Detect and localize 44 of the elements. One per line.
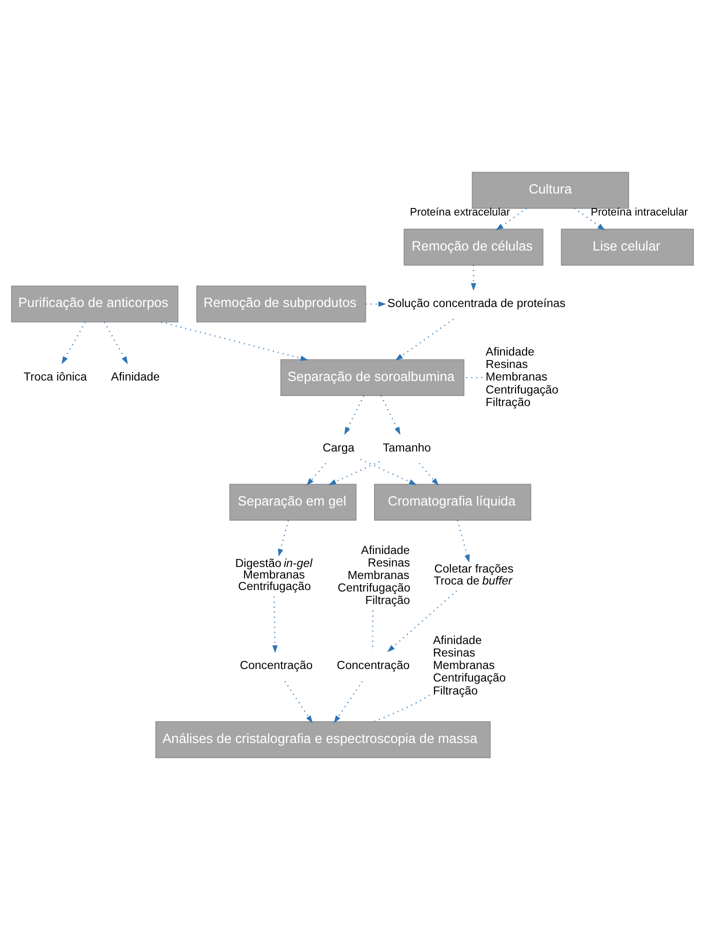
arrow bbox=[344, 396, 364, 435]
node-box: Purificação de anticorpos bbox=[11, 286, 178, 322]
connector bbox=[373, 694, 430, 722]
arrow bbox=[306, 462, 326, 486]
arrow bbox=[470, 265, 476, 291]
node-text: Concentração bbox=[336, 659, 410, 672]
arrow bbox=[366, 301, 386, 307]
arrow bbox=[380, 396, 400, 435]
arrow bbox=[328, 461, 380, 486]
node-box: Cromatografia líquida bbox=[374, 484, 532, 521]
arrow bbox=[360, 458, 417, 486]
node-box: Remoção de subprodutos bbox=[196, 286, 366, 322]
node-box: Separação de soroalbumina bbox=[280, 359, 464, 396]
arrow bbox=[334, 681, 363, 724]
arrow bbox=[62, 322, 86, 364]
node-box: Análises de cristalografia e espectroscopia de massa bbox=[155, 721, 491, 758]
node-text: Tamanho bbox=[382, 441, 431, 454]
node-text: Troca iônica bbox=[24, 370, 87, 384]
arrow bbox=[418, 462, 439, 486]
node-text: Carga bbox=[322, 441, 354, 454]
node-box: Cultura bbox=[472, 172, 630, 209]
node-box: Separação em gel bbox=[229, 484, 356, 521]
arrow bbox=[456, 520, 470, 563]
arrow bbox=[104, 322, 128, 364]
node-text: Afinidade Resinas Membranas Centrifugação Filtração bbox=[338, 544, 410, 607]
node-text: Coletar frações Troca de buffer bbox=[434, 562, 514, 588]
arrow bbox=[278, 520, 289, 557]
node-box: Lise celular bbox=[560, 228, 694, 266]
node-text: Digestão in-gel Membranas Centrifugação bbox=[235, 556, 312, 594]
arrow bbox=[161, 321, 308, 361]
node-text: Afinidade Resinas Membranas Centrifugação Filtração bbox=[486, 346, 558, 409]
arrow bbox=[272, 596, 278, 654]
edge-label: Proteína intracelular bbox=[590, 206, 688, 219]
node-text: Afinidade Resinas Membranas Centrifugação Filtração bbox=[432, 634, 506, 698]
node-text: Afinidade bbox=[111, 370, 160, 384]
arrow bbox=[284, 681, 313, 724]
node-box: Remoção de células bbox=[404, 228, 544, 266]
arrow bbox=[395, 318, 454, 361]
arrow bbox=[574, 208, 606, 230]
edge-label: Proteína extracelular bbox=[410, 206, 510, 219]
node-text: Solução concentrada de proteínas bbox=[387, 297, 566, 310]
arrow bbox=[496, 208, 527, 230]
arrow bbox=[387, 590, 458, 652]
node-text: Concentração bbox=[240, 659, 313, 672]
